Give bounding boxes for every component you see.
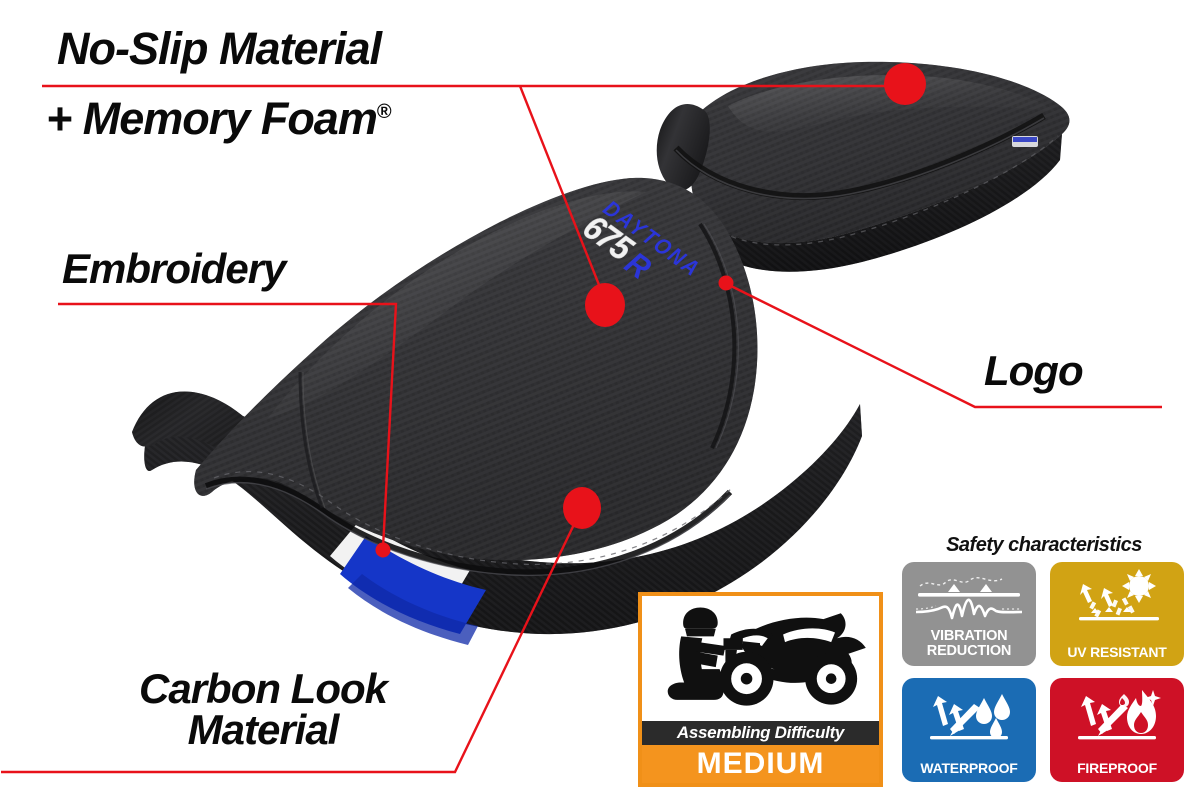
safety-label-line1: WATERPROOF xyxy=(920,760,1018,776)
safety-badge-label: WATERPROOF xyxy=(920,761,1017,775)
safety-badge-vibration-reduction: VIBRATION REDUCTION xyxy=(902,562,1036,666)
water-droplets-icon xyxy=(930,694,1010,740)
callout-label-logo: Logo xyxy=(984,347,1084,394)
safety-badge-grid: VIBRATION REDUCTION xyxy=(902,562,1186,782)
safety-label-line1: FIREPROOF xyxy=(1077,760,1157,776)
safety-badge-label: UV RESISTANT xyxy=(1067,645,1166,659)
rear-seat-pad xyxy=(656,61,1070,272)
safety-label-line1: UV RESISTANT xyxy=(1067,644,1167,660)
safety-badge-label: FIREPROOF xyxy=(1077,761,1157,775)
callout-label-no-slip-line2: + Memory Foam® xyxy=(46,96,392,142)
callout-label-carbon-line1: Carbon Look xyxy=(139,665,388,712)
flame-icon xyxy=(1078,690,1161,740)
callout-label-carbon-line2: Material xyxy=(187,706,340,754)
safety-label-line1: VIBRATION xyxy=(930,628,1008,644)
safety-label-line2: REDUCTION xyxy=(926,643,1012,659)
safety-badge-label: VIBRATION REDUCTION xyxy=(926,628,1012,659)
sun-rays-icon xyxy=(1079,569,1159,621)
safety-characteristics-heading: Safety characteristics xyxy=(946,534,1142,556)
safety-badge-uv-resistant: UV RESISTANT xyxy=(1050,562,1184,666)
difficulty-value: MEDIUM xyxy=(642,745,879,783)
brand-tag-icon xyxy=(1012,136,1038,147)
callout-label-no-slip-line2-text: + Memory Foam xyxy=(46,93,378,144)
safety-badge-fireproof: FIREPROOF xyxy=(1050,678,1184,782)
difficulty-title: Assembling Difficulty xyxy=(642,721,879,745)
callout-label-no-slip-line1: No-Slip Material xyxy=(57,23,382,74)
waveform-icon xyxy=(915,577,1023,620)
safety-badge-waterproof: WATERPROOF xyxy=(902,678,1036,782)
registered-trademark-icon: ® xyxy=(376,101,392,123)
callout-label-carbon: Carbon Look Material xyxy=(78,665,448,754)
safety-characteristics-panel: Safety characteristics VIBRATION REDUCTI… xyxy=(902,534,1186,790)
assembling-difficulty-badge: Assembling Difficulty MEDIUM xyxy=(638,592,883,787)
mechanic-motorcycle-icon xyxy=(642,596,879,721)
callout-label-embroidery: Embroidery xyxy=(62,245,286,292)
